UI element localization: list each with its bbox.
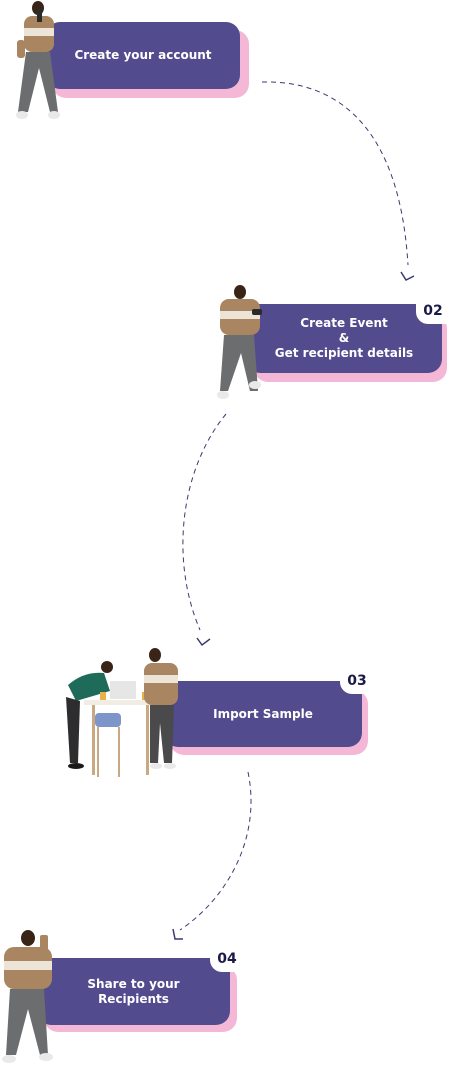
person-figure [2, 930, 53, 1063]
person-figure [217, 285, 262, 399]
connector-2-3 [182, 413, 227, 631]
chevron-arrow-icon [400, 271, 415, 281]
step-1-card[interactable]: Create your account [46, 22, 240, 89]
step-2-title-line-1: Create Event [300, 316, 388, 330]
step-2-card[interactable]: Create Event & Get recipient details [246, 304, 442, 373]
step-4-number: 04 [210, 946, 244, 972]
step-3-card[interactable]: Import Sample [164, 681, 362, 747]
step-1-title: Create your account [74, 48, 212, 62]
step-4-card[interactable]: Share to your Recipients [37, 958, 230, 1025]
step-2-title-line-2: & [338, 331, 350, 345]
chevron-arrow-icon [172, 928, 183, 940]
connector-3-4 [179, 771, 252, 931]
step-2-number: 02 [416, 298, 450, 324]
step-2-title-line-3: Get recipient details [274, 346, 414, 360]
step-3-number: 03 [340, 668, 374, 694]
connector-1-2 [261, 81, 409, 266]
step-4-title-line-2: Recipients [98, 991, 169, 1006]
person-figure [16, 1, 60, 119]
person-desk-illustration [66, 648, 178, 777]
step-4-title-line-1: Share to your [87, 976, 180, 991]
step-3-title: Import Sample [213, 706, 313, 721]
chevron-arrow-icon [196, 637, 211, 647]
